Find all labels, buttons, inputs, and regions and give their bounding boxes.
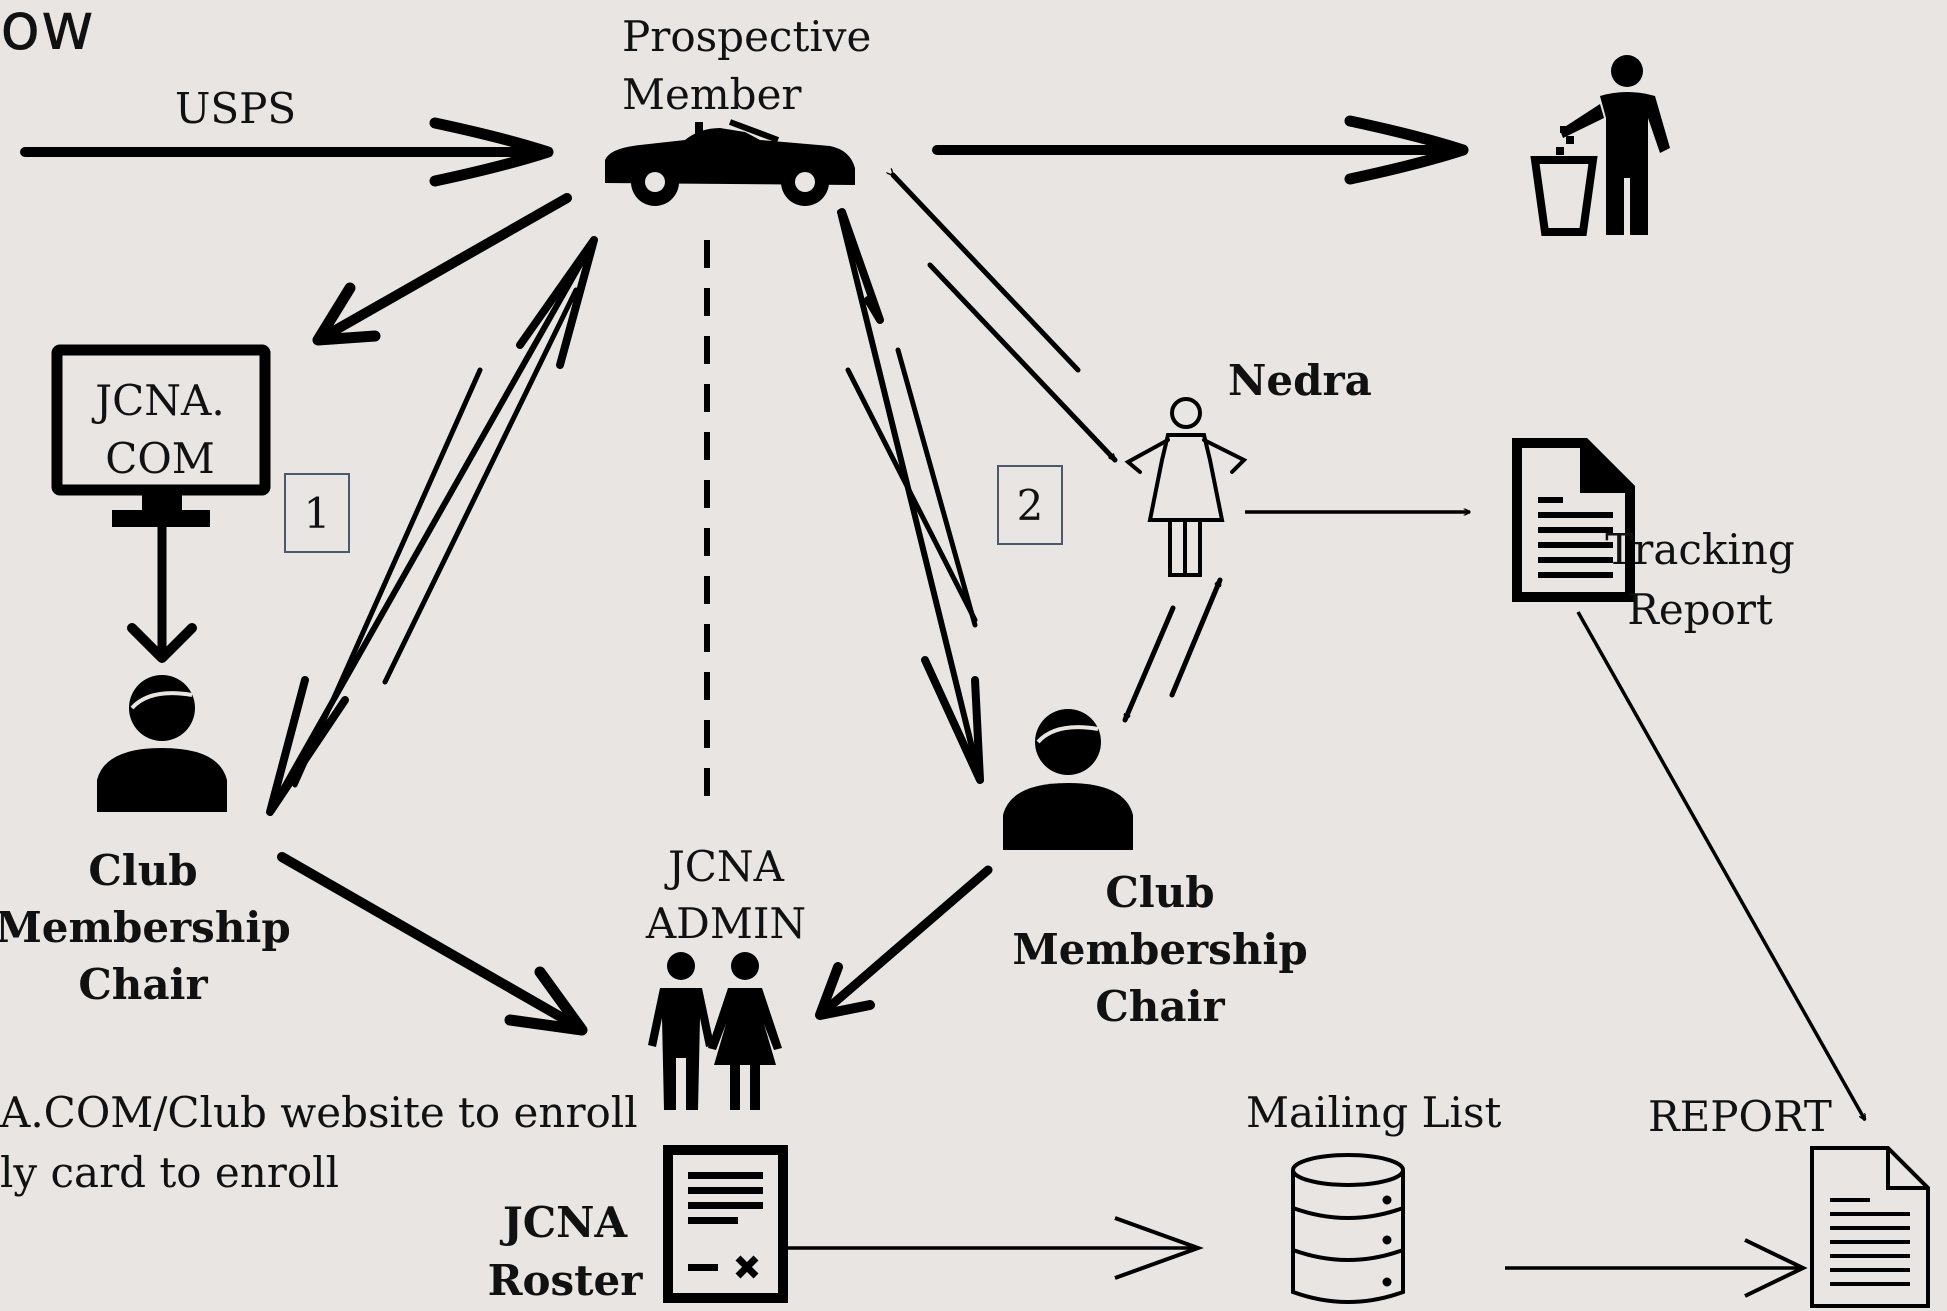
mailing-list-label: Mailing List xyxy=(1246,1088,1502,1137)
arrow-roster-to-mailing xyxy=(785,1216,1204,1280)
arrow-right-chair-to-admin xyxy=(815,865,993,1020)
woman-icon xyxy=(1124,397,1248,577)
trash-person-icon xyxy=(1530,55,1670,236)
monitor-icon xyxy=(51,344,271,527)
jcna-admin-label: JCNA ADMIN xyxy=(645,842,807,948)
couple-icon xyxy=(648,952,782,1110)
car-icon xyxy=(605,119,855,206)
arrows-right-chair-car xyxy=(837,208,984,784)
person-icon xyxy=(1003,709,1133,850)
arrows-car-nedra xyxy=(893,175,1118,463)
club-chair-left-label: Club Membership Chair xyxy=(0,846,291,1009)
tracking-report-label: Tracking Report xyxy=(1605,525,1795,634)
certificate-icon xyxy=(663,1145,788,1303)
arrow-left-chair-to-admin xyxy=(277,852,588,1036)
step-2-badge: 2 xyxy=(997,465,1063,545)
arrow-mailing-to-report xyxy=(1505,1238,1808,1298)
nedra-label: Nedra xyxy=(1228,356,1372,405)
website-monitor-label: JCNA. COM xyxy=(95,376,225,483)
database-icon xyxy=(1291,1153,1405,1304)
legend-line-1: A.COM/Club website to enroll xyxy=(0,1088,638,1137)
document-icon xyxy=(1512,438,1635,602)
arrow-car-to-website xyxy=(312,193,572,346)
arrows-left-chair-car xyxy=(266,236,598,816)
arrow-website-to-chair xyxy=(127,515,197,663)
report-label: REPORT xyxy=(1648,1092,1832,1141)
arrow-car-to-trash xyxy=(932,115,1469,185)
step-1-badge: 1 xyxy=(284,473,350,553)
page-title-fragment: ow xyxy=(0,0,95,65)
person-icon xyxy=(97,675,227,812)
report-document-icon xyxy=(1810,1146,1930,1308)
usps-label: USPS xyxy=(175,84,297,133)
club-chair-right-label: Club Membership Chair xyxy=(1012,868,1308,1031)
arrow-tracking-to-report xyxy=(1576,611,1867,1120)
arrow-usps-to-car xyxy=(20,117,554,187)
jcna-roster-label: JCNA Roster xyxy=(487,1198,643,1305)
arrows-nedra-right-chair xyxy=(1122,577,1223,723)
prospective-member-label: Prospective Member xyxy=(622,12,872,119)
legend-line-2: ly card to enroll xyxy=(0,1148,340,1197)
